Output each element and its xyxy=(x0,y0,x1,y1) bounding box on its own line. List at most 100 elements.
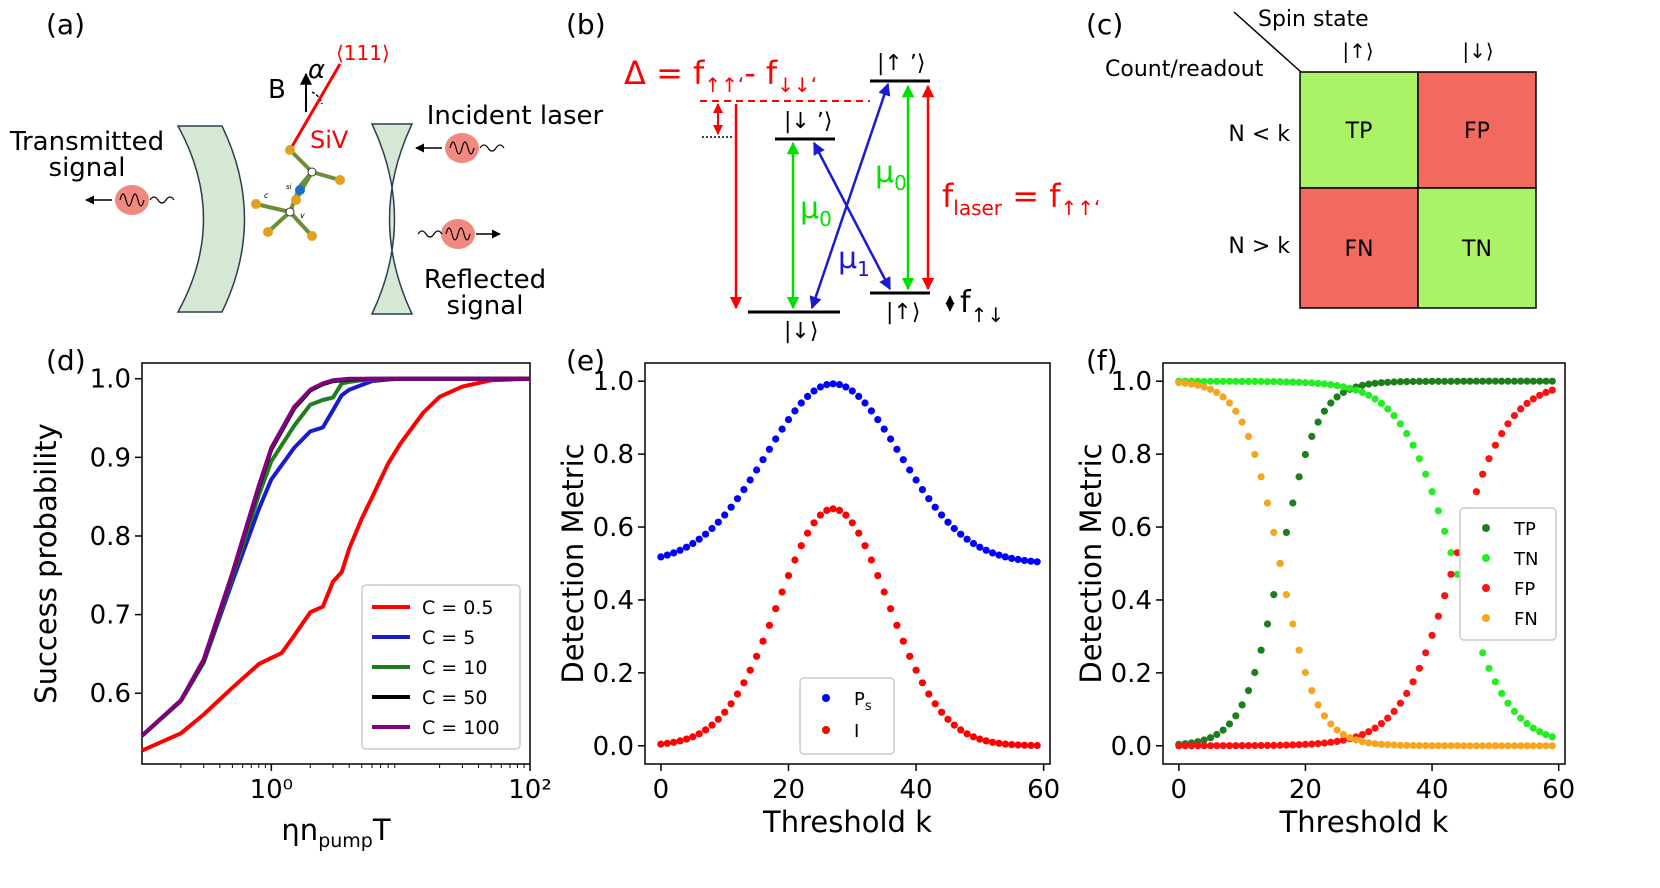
chart-f-frame xyxy=(1162,362,1566,765)
mu0-right-sub: 0 xyxy=(894,171,907,195)
reflected-label-line2: signal xyxy=(447,291,524,321)
chart-f-point-fp xyxy=(1282,741,1290,749)
chart-f-point-fn xyxy=(1213,388,1221,397)
chart-f-point-fn xyxy=(1517,742,1525,750)
chart-f-point-tn xyxy=(1276,378,1284,386)
chart-f-point-fn xyxy=(1390,741,1398,749)
chart-e-point-i xyxy=(676,737,684,745)
chart-f-point-fp xyxy=(1371,724,1379,732)
chart-e-point-p xyxy=(938,511,946,519)
laser-prefix: f xyxy=(942,177,954,215)
chart-f-point-fn xyxy=(1270,528,1278,537)
chart-f-point-fn xyxy=(1181,379,1189,387)
chart-f-point-fn xyxy=(1352,736,1360,744)
chart-f-point-fn xyxy=(1466,742,1474,750)
chart-f-point-tp xyxy=(1403,378,1411,386)
chart-e-legend-box xyxy=(799,677,895,755)
chart-f-legend-name: TP xyxy=(1513,519,1536,540)
chart-e-point-i xyxy=(670,738,678,746)
chart-f-point-fn xyxy=(1510,742,1518,750)
chart-e-point-i xyxy=(740,679,748,687)
chart-e-point-i xyxy=(753,652,761,660)
chart-f-point-fp xyxy=(1548,386,1556,394)
chart-f-point-tn xyxy=(1289,378,1297,386)
chart-f-legend-label: FN xyxy=(1514,609,1538,630)
chart-f-point-fn xyxy=(1295,646,1303,654)
chart-f-point-tp xyxy=(1358,381,1366,389)
chart-e-point-p xyxy=(740,486,748,494)
chart-e-point-i xyxy=(727,700,735,708)
chart-e-point-p xyxy=(893,445,901,453)
chart-f-point-tn xyxy=(1377,399,1385,407)
chart-f-point-tn xyxy=(1257,377,1265,386)
chart-f-point-fn xyxy=(1339,730,1347,739)
chart-f-legend-label: TN xyxy=(1513,549,1538,570)
row-header-n-lt-k: N < k xyxy=(1228,122,1290,147)
chart-f-point-fp xyxy=(1441,592,1449,600)
chart-f-point-tp xyxy=(1371,379,1379,387)
siv-molecule xyxy=(251,145,345,241)
chart-f-point-tp xyxy=(1206,734,1215,742)
incident-pulse xyxy=(415,133,505,163)
chart-f-point-fp xyxy=(1206,742,1215,750)
chart-d-ytick-label: 0.7 xyxy=(90,601,131,631)
delta-sub2: ↓↓‘ xyxy=(777,73,817,97)
chart-f-point-tn xyxy=(1358,388,1366,396)
chart-f-point-fn xyxy=(1415,742,1423,750)
chart-d-xlabel-main: ηn xyxy=(281,813,318,847)
chart-f-point-fn xyxy=(1358,738,1366,746)
chart-e-point-i xyxy=(1008,741,1016,749)
chart-e-point-i xyxy=(823,506,831,514)
chart-e-point-p xyxy=(880,425,888,433)
chart-d-xlabel-sub: pump xyxy=(318,830,373,852)
chart-f-point-fp xyxy=(1270,741,1278,750)
mu1-arrow-b xyxy=(812,141,892,291)
split-sub: ↑↓ xyxy=(971,303,1005,327)
chart-f-point-tp xyxy=(1485,377,1493,385)
chart-f-point-fn xyxy=(1289,620,1297,628)
chart-f-point-fp xyxy=(1409,678,1417,686)
chart-f-point-tn xyxy=(1428,488,1436,496)
chart-e-point-i xyxy=(1001,740,1010,748)
chart-e-point-p xyxy=(982,546,990,554)
chart-f-legend-marker xyxy=(1482,554,1490,562)
chart-e-point-p xyxy=(765,445,774,453)
chart-e-point-i xyxy=(995,739,1003,747)
chart-f-point-tp xyxy=(1257,646,1265,654)
chart-f-point-tp xyxy=(1238,701,1246,709)
chart-f-point-fp xyxy=(1447,570,1455,578)
chart-f-point-tp xyxy=(1225,720,1234,728)
chart-f-point-fp xyxy=(1219,742,1227,750)
chart-e-legend-name-sub: s xyxy=(865,699,872,714)
chart-f-point-fp xyxy=(1498,430,1506,438)
chart-f-point-tp xyxy=(1498,377,1506,385)
chart-e-point-p xyxy=(925,495,933,503)
chart-f-point-fn xyxy=(1200,383,1208,391)
chart-f-point-tp xyxy=(1377,379,1385,387)
chart-f-point-tp xyxy=(1447,377,1455,385)
chart-f-point-fn xyxy=(1327,720,1335,728)
chart-e-point-i xyxy=(912,666,920,674)
reflected-pulse xyxy=(417,219,501,249)
siv-label: SiV xyxy=(310,126,349,154)
chart-f-point-tn xyxy=(1314,379,1322,387)
chart-f-point-tp xyxy=(1491,377,1499,385)
level-down-prime-label: |↓ ʼ⟩ xyxy=(784,109,832,134)
chart-f-point-tp xyxy=(1460,377,1468,385)
chart-f-point-fn xyxy=(1504,742,1512,750)
chart-f-point-tp xyxy=(1289,499,1297,507)
chart-f-point-fn xyxy=(1333,726,1341,734)
chart-e-ytick-label: 0.0 xyxy=(593,732,634,762)
chart-f-point-tn xyxy=(1542,731,1550,739)
chart-d-ytick-label: 0.6 xyxy=(90,679,131,709)
chart-f-point-fp xyxy=(1396,699,1404,707)
chart-f-point-fp xyxy=(1175,742,1183,750)
chart-f-point-fn xyxy=(1529,742,1537,750)
chart-e-point-i xyxy=(899,637,907,645)
chart-f-point-tn xyxy=(1308,379,1316,387)
chart-e-point-p xyxy=(848,387,856,395)
chart-f-legend-marker xyxy=(1482,524,1490,532)
chart-f-point-fp xyxy=(1289,741,1297,749)
chart-e-xtick-label: 60 xyxy=(1027,775,1060,805)
chart-e-point-p xyxy=(753,466,761,474)
